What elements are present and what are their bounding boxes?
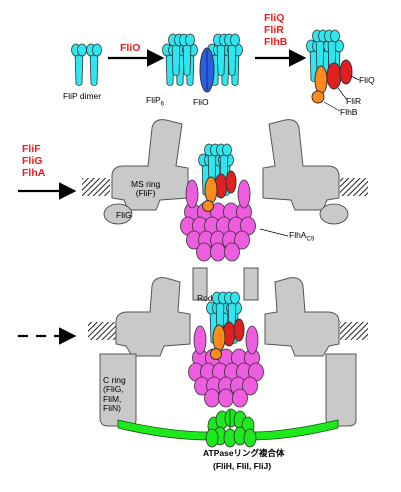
flhb-body [212,324,226,352]
step2-label-flhb: FlhB [264,35,288,48]
flip6-label: FliP6 [146,95,164,108]
fliq-blob [233,318,245,342]
flig-label: FliG [116,210,132,220]
flha-subunit [234,230,250,250]
flha-tm-left [193,325,207,355]
flhb-leader [323,101,341,112]
flha-tm-right [237,179,251,209]
flha-label: FlhAC9 [289,230,315,243]
membrane-left-2 [88,322,116,340]
flip6-complex-shape [162,33,243,93]
flip-body [182,41,192,76]
flhb-body [314,65,328,95]
step3-label-flif: FliF [22,143,41,155]
export-apparatus-shape-3 [180,143,289,262]
membrane-right-2 [340,322,368,340]
step3-label-flha: FlhA [22,166,46,179]
flii-subunit [243,428,257,448]
c-ring-right [325,353,357,427]
c-ring-label: C ring (FliG, FliM, FliN) [103,375,126,414]
flhb-cterm [210,348,222,360]
flha-tm-left [185,179,199,209]
flig-left [103,203,133,225]
flip-body [216,41,226,76]
flii-subunit [205,428,219,448]
flir-label: FliR [346,96,362,106]
fliq-label: FliQ [359,75,375,85]
flha-leader [259,228,289,237]
flha-subunit [204,388,220,408]
rod-left [192,267,208,301]
flip-subunit [179,33,195,76]
flio-arrow-label: FliO [120,42,141,54]
rod-right [243,267,259,301]
flip-subunit-a [71,43,87,86]
flip-dimer-label: FliP dimer [63,91,102,101]
flig-right [319,203,349,225]
atpase-complex-shape [117,408,339,448]
flha-subunit [196,242,212,262]
flip-body [74,51,84,86]
flhb-cterm [202,200,214,212]
ms-ring-left [111,119,189,211]
flha-subunit [224,242,240,262]
step2-label-flir: FliR [264,23,284,36]
flip-dimer-shape [71,43,102,86]
ms-ring-shape [103,119,349,225]
flha-subunit [210,242,226,262]
membrane-left-1 [82,178,110,196]
flip-lobe [92,43,102,57]
flir-blob [326,62,342,90]
flip-subunit [168,33,184,76]
step2-arrow-labels: FliQ FliR FlhB [264,12,288,48]
flip-subunit-b [86,43,102,86]
flih-arm-left [117,419,211,441]
rod-label: Rod [197,293,213,303]
flip-lobe [185,33,195,47]
membrane-right-1 [340,178,368,196]
fliq-blob [339,59,353,85]
flip-body [171,41,181,76]
flip-body [165,51,175,86]
basal-body-shape [99,267,357,427]
step3-label-flig: FliG [22,154,43,167]
fliq-blob [225,170,237,194]
ms-ring-label: MS ring (FliF) [131,179,161,199]
basal-left [115,277,191,357]
flhb-body [204,176,218,204]
fliq-leader [350,75,360,81]
flio-label: FliO [193,97,209,107]
atpase-label: ATPaseリング複合体 [203,448,285,458]
ms-ring-right [262,119,340,211]
flih-arm-right [249,419,339,441]
flha-subunit [242,376,258,396]
flha-tm-right [245,325,259,355]
flha-subunit [218,388,234,408]
flip-body [227,41,237,76]
flip-lobe [230,33,240,47]
flhb-cterm [311,90,325,104]
flip-lobe [330,29,340,43]
flip-lobe [222,143,232,157]
atpase-sublabel: (FliH, FliI, FliJ) [213,461,272,471]
basal-right [264,277,340,357]
export-apparatus-shape-4 [188,291,264,408]
flip-body [89,51,99,86]
flha-subunit [232,388,248,408]
step2-label-fliq: FliQ [264,12,285,24]
flip-subunit [224,33,240,76]
flhb-label: FlhB [340,107,358,117]
core-complex-shape [306,29,360,112]
step3-arrow-labels: FliF FliG FlhA [22,143,46,179]
flir-leader [337,87,348,101]
flip-lobe [230,291,240,305]
flip-lobe [77,43,87,57]
